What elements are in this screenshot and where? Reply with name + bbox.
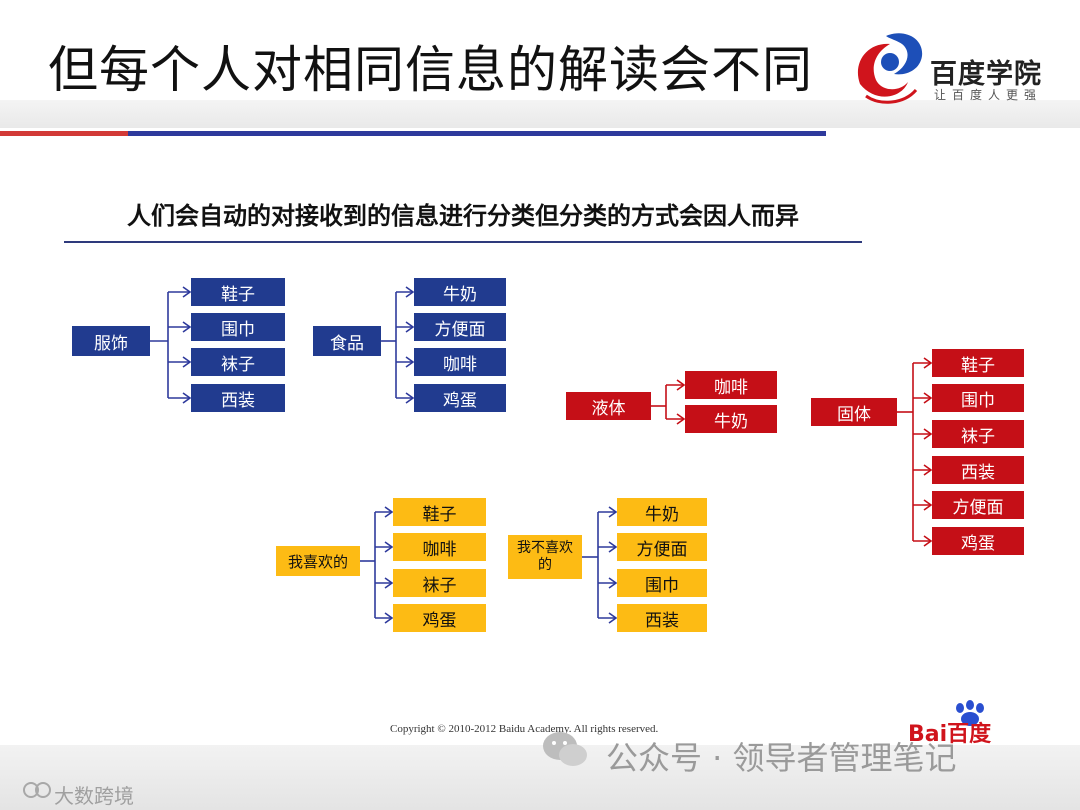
subtitle: 人们会自动的对接收到的信息进行分类但分类的方式会因人而异 <box>127 202 799 230</box>
subtitle-rule <box>64 241 862 243</box>
connector-arrowhead <box>676 379 686 391</box>
header-stripe-red <box>0 131 128 136</box>
connector-arrowhead <box>384 577 394 589</box>
connector-arrowhead <box>405 356 415 368</box>
connector-arrowhead <box>405 321 415 333</box>
connector-arrowhead <box>923 357 933 369</box>
connector-arrowhead <box>923 464 933 476</box>
tree-leaf-clothing-3: 袜子 <box>191 348 285 376</box>
connector-arrowhead <box>923 428 933 440</box>
connector-arrowhead <box>384 541 394 553</box>
connector-arrowhead <box>182 356 192 368</box>
tree-leaf-like-4: 鸡蛋 <box>393 604 486 632</box>
tree-leaf-solid-4: 西装 <box>932 456 1024 484</box>
connector-arrowhead <box>384 506 394 518</box>
watermark-account: 公众号 · 领导者管理笔记 <box>606 739 957 777</box>
connector-arrowhead <box>405 286 415 298</box>
tree-leaf-solid-1: 鞋子 <box>932 349 1024 377</box>
tree-leaf-like-1: 鞋子 <box>393 498 486 526</box>
logo-text: 百度学院 <box>930 59 1042 90</box>
tree-leaf-dislike-2: 方便面 <box>617 533 707 561</box>
tree-leaf-food-2: 方便面 <box>414 313 506 341</box>
tree-root-liquid: 液体 <box>566 392 651 420</box>
tree-leaf-food-3: 咖啡 <box>414 348 506 376</box>
tree-leaf-clothing-4: 西装 <box>191 384 285 412</box>
connector-arrowhead <box>608 541 618 553</box>
tree-leaf-liquid-1: 咖啡 <box>685 371 777 399</box>
copyright-text: Copyright © 2010-2012 Baidu Academy. All… <box>390 723 659 735</box>
connector-arrowhead <box>923 392 933 404</box>
tree-leaf-dislike-4: 西装 <box>617 604 707 632</box>
tree-leaf-dislike-3: 围巾 <box>617 569 707 597</box>
tree-leaf-clothing-2: 围巾 <box>191 313 285 341</box>
connector-arrowhead <box>384 612 394 624</box>
tree-leaf-food-1: 牛奶 <box>414 278 506 306</box>
watermark-corner-logo-icon <box>23 782 51 798</box>
tree-root-clothing: 服饰 <box>72 326 150 356</box>
baidu-academy-logo-icon <box>857 33 923 104</box>
logo-slogan: 让百度人更强 <box>934 88 1043 102</box>
connector-arrowhead <box>405 392 415 404</box>
tree-leaf-solid-3: 袜子 <box>932 420 1024 448</box>
connector-arrowhead <box>608 506 618 518</box>
watermark-corner: 大数跨境 <box>54 784 134 808</box>
tree-leaf-solid-6: 鸡蛋 <box>932 527 1024 555</box>
tree-root-like: 我喜欢的 <box>276 546 360 576</box>
tree-leaf-dislike-1: 牛奶 <box>617 498 707 526</box>
header-band <box>0 100 1080 128</box>
baidu-brand-logo: Bai百度 <box>908 722 992 747</box>
connector-arrowhead <box>676 413 686 425</box>
connector-arrowhead <box>182 392 192 404</box>
baidu-paw-icon <box>956 700 984 726</box>
header-stripe-blue <box>128 131 826 136</box>
tree-leaf-food-4: 鸡蛋 <box>414 384 506 412</box>
tree-leaf-solid-2: 围巾 <box>932 384 1024 412</box>
tree-root-dislike: 我不喜欢的 <box>508 535 582 579</box>
tree-leaf-like-2: 咖啡 <box>393 533 486 561</box>
footer-band <box>0 745 1080 810</box>
connector-arrowhead <box>182 286 192 298</box>
connector-arrowhead <box>608 577 618 589</box>
slide-title: 但每个人对相同信息的解读会不同 <box>48 41 813 99</box>
connector-arrowhead <box>923 499 933 511</box>
connector-arrowhead <box>923 535 933 547</box>
tree-root-solid: 固体 <box>811 398 897 426</box>
connector-arrowhead <box>182 321 192 333</box>
wechat-icon <box>543 732 587 766</box>
tree-leaf-liquid-2: 牛奶 <box>685 405 777 433</box>
tree-root-food: 食品 <box>313 326 381 356</box>
connector-arrowhead <box>608 612 618 624</box>
tree-leaf-clothing-1: 鞋子 <box>191 278 285 306</box>
tree-leaf-like-3: 袜子 <box>393 569 486 597</box>
tree-leaf-solid-5: 方便面 <box>932 491 1024 519</box>
